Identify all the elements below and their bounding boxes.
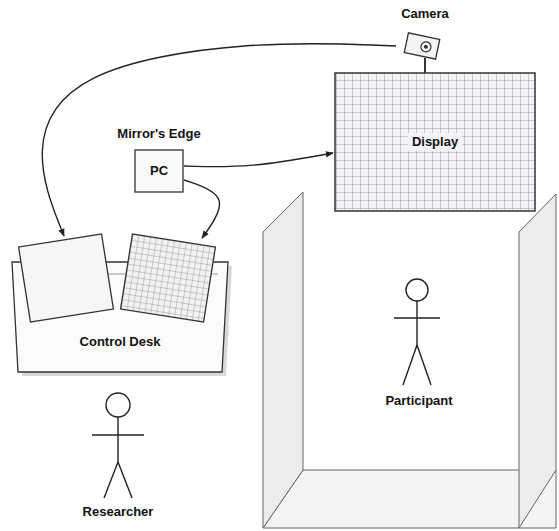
right-monitor	[121, 234, 216, 322]
researcher-figure	[92, 393, 144, 498]
participant-figure	[394, 279, 440, 385]
node-text: PC	[150, 163, 168, 179]
node-label: Display	[408, 133, 462, 151]
pc-box-outline	[135, 150, 183, 192]
booth-floor	[263, 470, 556, 528]
researcher-label: Researcher	[83, 504, 154, 520]
node-label: Control Desk	[80, 334, 161, 350]
booth-right-wall	[519, 194, 556, 528]
connector-arrow	[184, 180, 220, 238]
display-box: Display	[335, 73, 535, 211]
participant-label: Participant	[385, 393, 452, 409]
connector-arrow	[184, 153, 333, 167]
left-monitor	[19, 234, 114, 322]
camera-stem	[424, 58, 426, 73]
booth-left-wall	[263, 192, 303, 528]
control-desk: Control Desk	[12, 232, 228, 372]
camera-icon	[404, 33, 439, 59]
node-label: Mirror's Edge	[117, 126, 200, 142]
display-screen	[335, 73, 535, 211]
pc-box: Mirror's EdgePC	[135, 150, 183, 192]
camera-node: Camera	[394, 4, 456, 62]
node-label: Camera	[401, 6, 449, 22]
